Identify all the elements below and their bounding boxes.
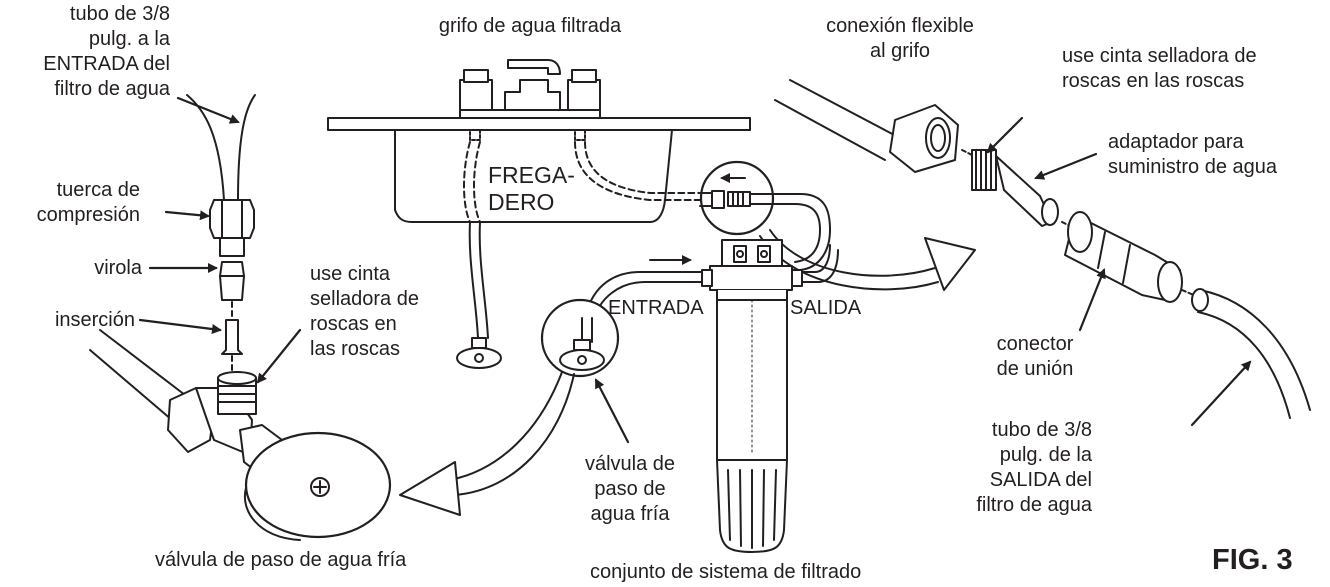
label-sink: FREGA- DERO [488,162,575,215]
label-outlet: SALIDA [790,297,862,319]
label-inlet-tube: tubo de 3/8 pulg. a la ENTRADA del filtr… [43,3,170,100]
figure-number: FIG. 3 [1212,544,1293,576]
connector-detail-circle [699,160,976,291]
leader-arrows [138,96,1252,444]
label-insert: inserción [54,309,135,331]
cold-water-valve-left [89,329,392,541]
label-valve-mid: válvula de paso de agua fría [584,453,676,525]
label-outlet-tube: tubo de 3/8 pulg. de la SALIDA del filtr… [976,419,1092,516]
label-tape-right: use cinta selladora de roscas en las ros… [1062,45,1257,92]
label-valve-bottom: válvula de paso de agua fría [155,549,407,571]
label-ferrule: virola [94,257,142,279]
label-compression-nut: tuerca de compresión [36,179,140,226]
valve-detail-circle [399,298,620,516]
label-tape-left: use cinta selladora de roscas en las ros… [310,263,419,360]
label-union-connector: conector de unión [996,333,1074,380]
label-filter-system: conjunto de sistema de filtrado [590,561,862,583]
label-inlet: ENTRADA [608,297,704,319]
filter-assembly [581,239,839,553]
inlet-tube-assembly [186,94,256,377]
adapter-assembly [774,79,1311,419]
label-flex-connection: conexión flexible al grifo [826,15,974,62]
label-faucet: grifo de agua filtrada [438,15,622,37]
label-adapter: adaptador para suministro de agua [1108,131,1277,178]
sink-and-faucet [327,59,751,369]
